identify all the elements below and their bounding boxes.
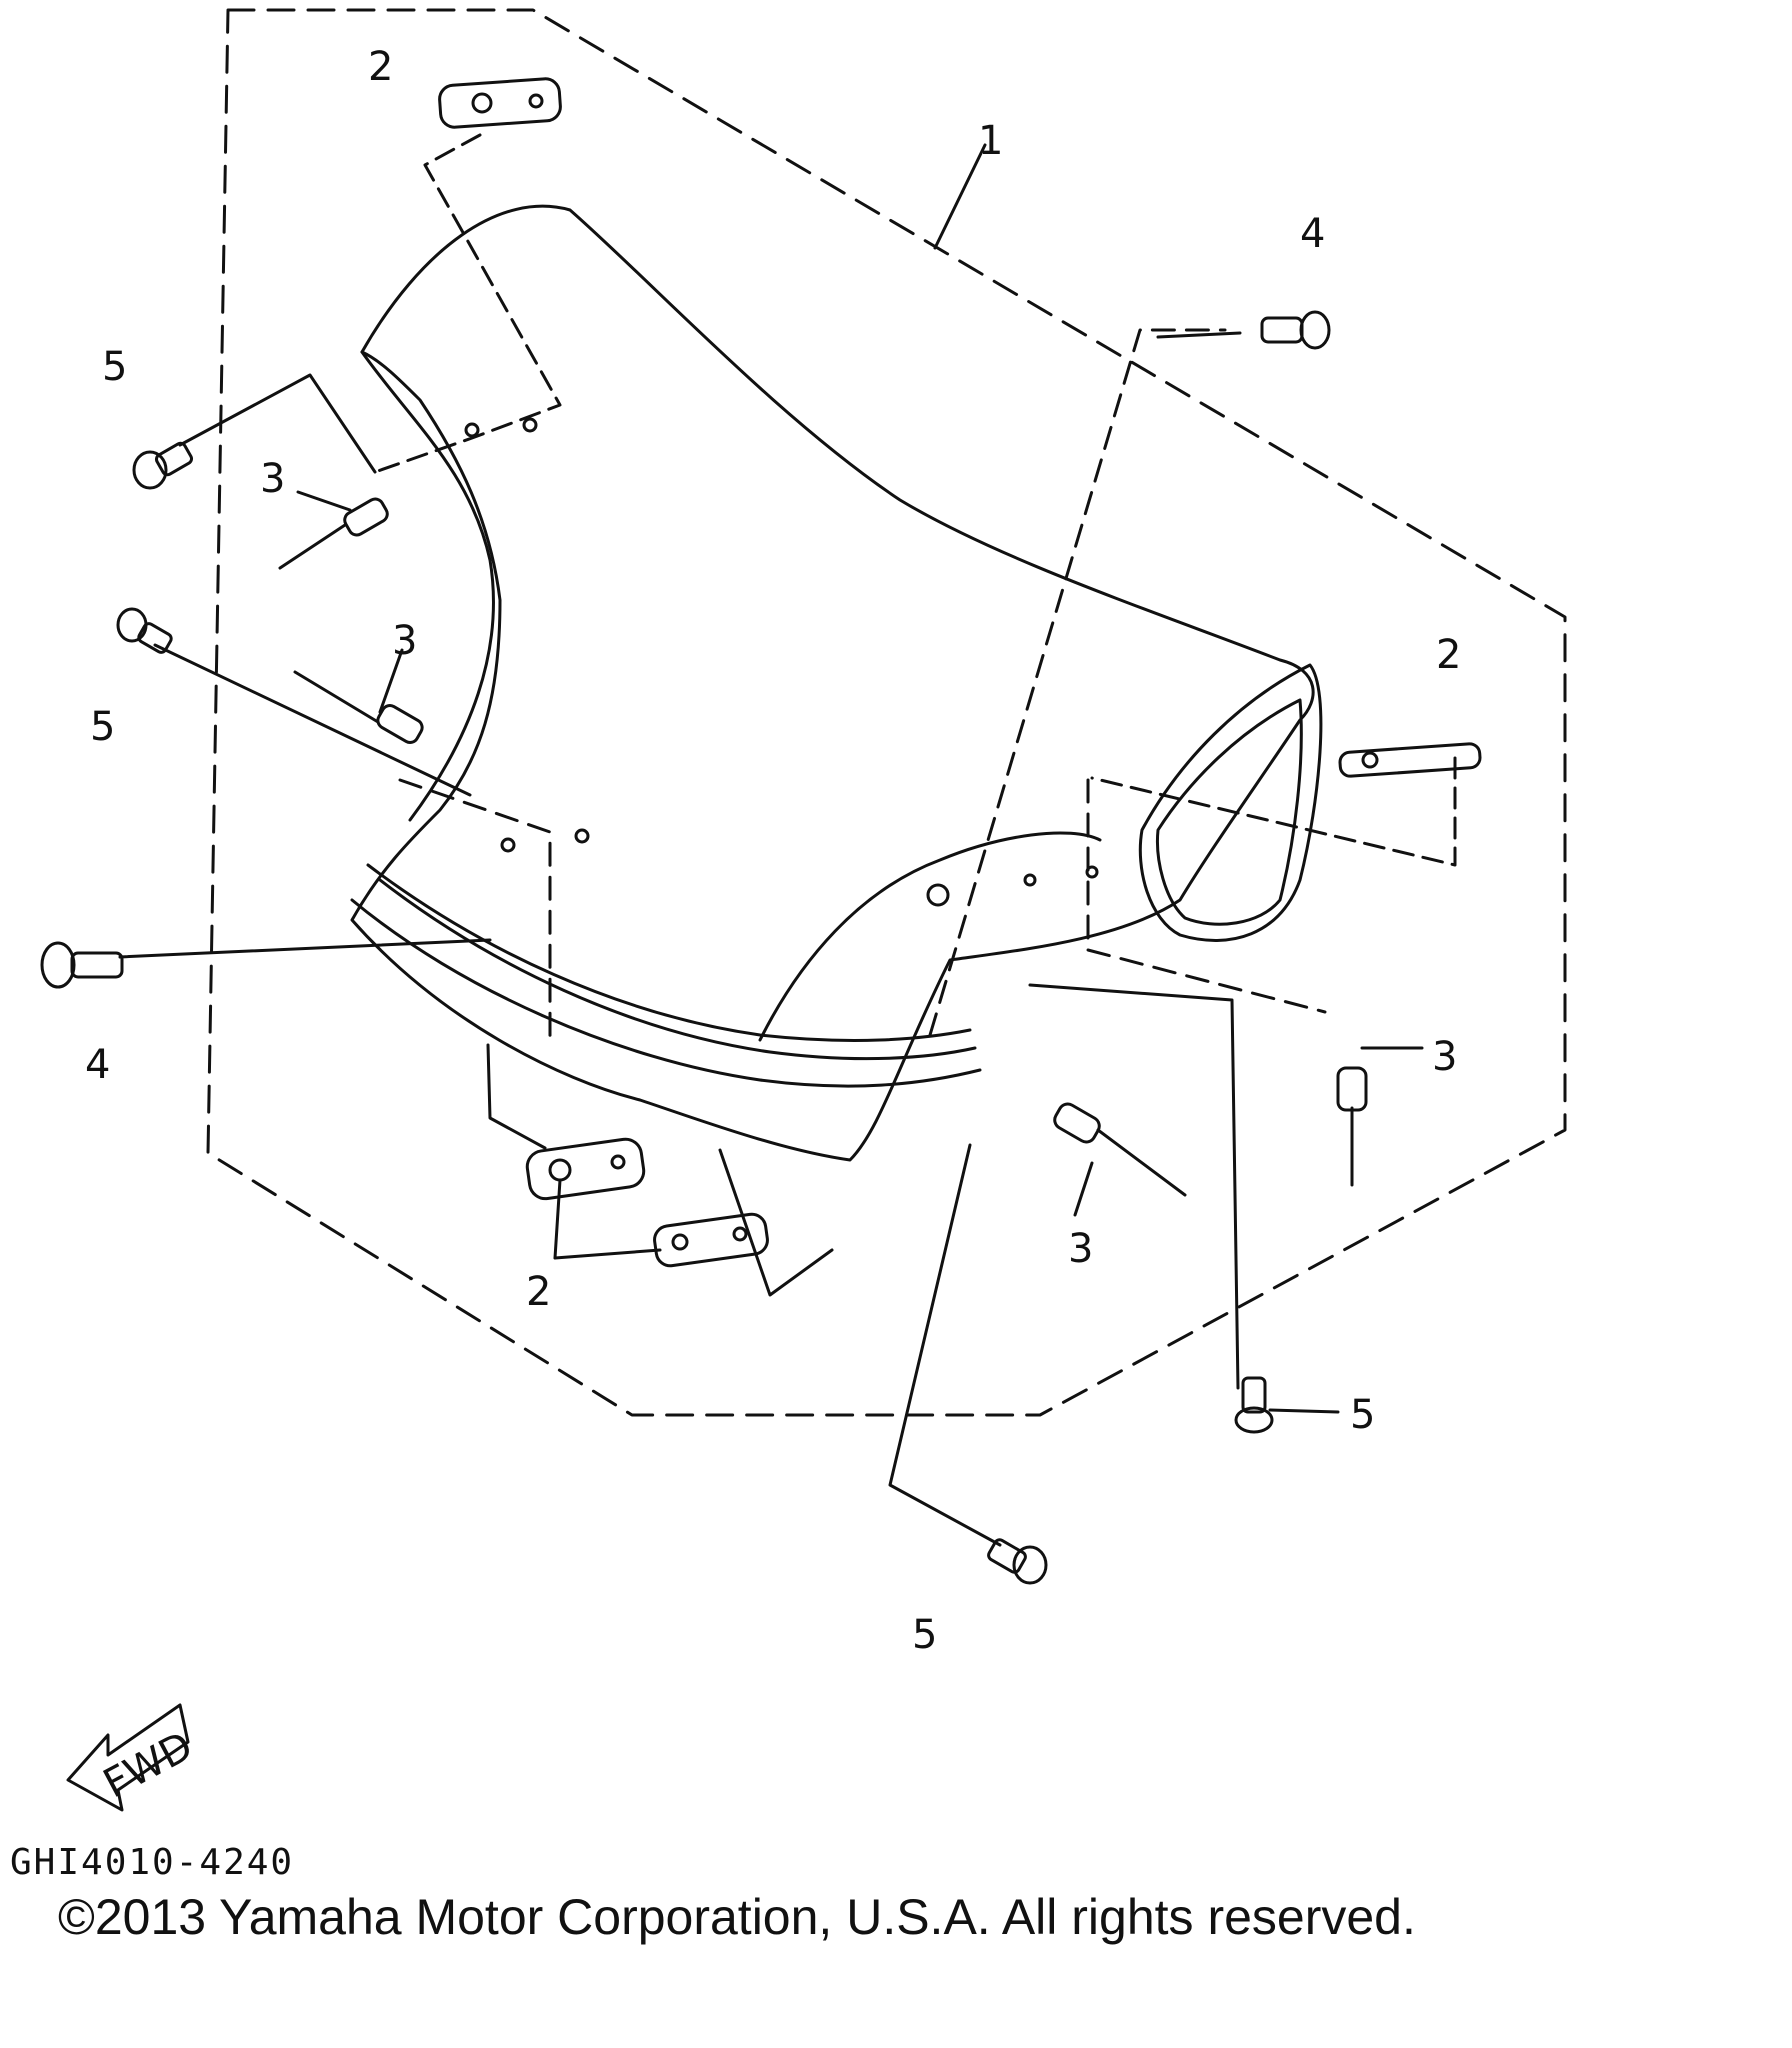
leader-2-top [373, 133, 562, 474]
callout-4-top: 4 [1300, 211, 1325, 257]
hole [522, 417, 538, 433]
hole [1023, 873, 1037, 887]
plate-hole [471, 92, 493, 114]
copyright-notice: ©2013 Yamaha Motor Corporation, U.S.A. A… [58, 1889, 1416, 1945]
callout-2-bottom: 2 [526, 1269, 551, 1315]
callout-5-ml: 5 [90, 704, 115, 750]
hole [926, 883, 950, 907]
fwd-label: FWD [96, 1723, 200, 1807]
leader-3-br [1073, 1161, 1094, 1217]
plate-hole [732, 1226, 748, 1242]
plate-hole [528, 93, 544, 109]
callout-1: 1 [978, 118, 1003, 164]
rivet-3-br [1053, 1102, 1187, 1197]
leader-dashed-5 [1086, 778, 1327, 1014]
hole [1085, 865, 1099, 879]
callout-2-top: 2 [368, 44, 393, 90]
leader-2-bottom [553, 1248, 662, 1260]
rivet-3-right [1336, 1066, 1368, 1187]
cover-edge [360, 350, 495, 822]
leader-dashed-1 [928, 328, 1227, 1037]
hole [464, 422, 480, 438]
leader-2-bottom-b [553, 1178, 562, 1260]
plate-2-top [438, 77, 562, 129]
flange-inner [366, 863, 972, 1042]
plate-2-bottom-a [525, 1137, 646, 1201]
exhaust-opening-inner [1155, 698, 1303, 926]
assembly-boundary [206, 8, 1567, 1417]
leader-dashed-4 [718, 1148, 834, 1297]
plate-hole [610, 1154, 626, 1170]
bolt-5-ml [116, 607, 173, 654]
bolt-5-bottom [987, 1538, 1048, 1585]
leader-3-ml [378, 648, 404, 714]
callout-5-br: 5 [1350, 1392, 1375, 1438]
leader-5-br [1268, 1408, 1340, 1414]
flange-line [378, 878, 977, 1061]
plate-2-right [1338, 742, 1482, 778]
callout-3-right: 3 [1432, 1034, 1457, 1080]
plate-hole [548, 1158, 572, 1182]
leader-5-bottom [888, 1143, 1002, 1547]
leader-dashed-2 [398, 778, 552, 1042]
callout-4-left: 4 [85, 1042, 110, 1088]
leader-3-tl [296, 490, 352, 512]
callout-5-tl: 5 [102, 344, 127, 390]
fwd-arrow-icon [66, 1703, 190, 1812]
leader-1 [933, 143, 987, 250]
flange-outer [350, 898, 982, 1088]
callout-3-br: 3 [1068, 1226, 1093, 1272]
callout-2-right: 2 [1436, 632, 1461, 678]
plate-2-bottom-b [653, 1212, 769, 1268]
plate-hole [1361, 751, 1379, 769]
callout-3-ml: 3 [392, 618, 417, 664]
callout-5-bottom: 5 [912, 1612, 937, 1658]
leader-5-ml [153, 643, 472, 797]
leader-dashed-3 [486, 1043, 547, 1150]
screw-4-left [40, 941, 124, 989]
plate-hole [671, 1233, 689, 1251]
callout-3-tl: 3 [260, 456, 285, 502]
rivet-3-tl [278, 497, 389, 570]
bolt-5-tl [132, 441, 194, 490]
rivet-3-ml [293, 670, 424, 744]
inner-curve [758, 831, 1102, 1042]
leader-4-left [118, 938, 492, 959]
bolt-5-br [1234, 1376, 1274, 1434]
leader-5-tl [178, 373, 377, 474]
leader-5-br-b [1028, 983, 1240, 1390]
leader-4-top [1156, 331, 1242, 339]
part-code: GHI4010-4240 [10, 1842, 295, 1883]
hole [500, 837, 516, 853]
exhaust-opening [1138, 663, 1323, 942]
screw-4-top [1260, 310, 1331, 350]
lower-case-cover [350, 204, 1315, 1162]
leader-2-right [1090, 756, 1457, 867]
hole [574, 828, 590, 844]
